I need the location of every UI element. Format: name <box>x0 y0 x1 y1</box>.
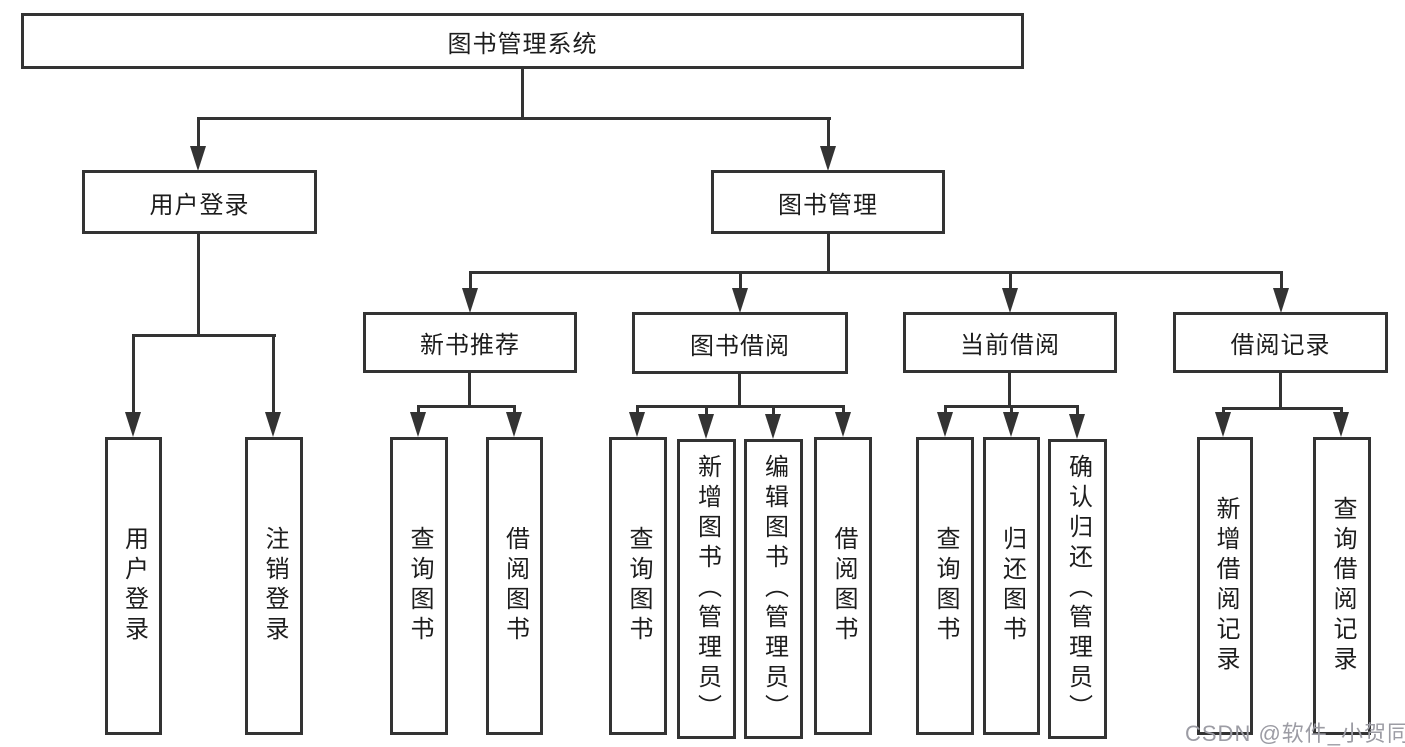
connector-new-book-rail <box>417 405 516 408</box>
arrow-down-icon <box>698 414 714 439</box>
node-borrow-records-label: 借阅记录 <box>1230 332 1331 359</box>
node-new-book-recommend: 新书推荐 <box>363 312 577 373</box>
leaf-user-login: 用户登录 <box>105 437 162 735</box>
connector-borrow-records-stem <box>1279 373 1282 410</box>
node-user-login: 用户登录 <box>82 170 317 234</box>
arrow-down-icon <box>410 412 426 437</box>
connector-drop-user-login <box>197 120 200 148</box>
connector-level3-rail <box>469 271 1283 274</box>
node-root-label: 图书管理系统 <box>447 30 598 58</box>
leaf-label: 借阅图书 <box>830 526 857 646</box>
connector-drop-current-borrow <box>1009 274 1012 290</box>
arrow-down-icon <box>835 412 851 437</box>
leaf-add-book-admin: 新增图书（管理员） <box>677 439 736 739</box>
arrow-down-icon <box>1069 414 1085 439</box>
arrow-down-icon <box>1273 288 1289 313</box>
connector-drop-leaf <box>272 337 275 415</box>
arrow-down-icon <box>125 412 141 437</box>
connector-current-borrow-rail <box>944 405 1079 408</box>
node-new-book-recommend-label: 新书推荐 <box>420 332 520 359</box>
arrow-down-icon <box>732 288 748 313</box>
connector-drop-leaf <box>132 337 135 415</box>
connector-book-borrow-stem <box>738 374 741 408</box>
leaf-label: 编辑图书（管理员） <box>760 454 788 724</box>
leaf-query-books-recommend: 查询图书 <box>390 437 448 735</box>
connector-current-borrow-stem <box>1008 373 1011 408</box>
leaf-label: 查询借阅记录 <box>1329 496 1356 676</box>
arrow-down-icon <box>190 146 206 171</box>
connector-user-login-stem <box>197 234 200 337</box>
node-book-borrow: 图书借阅 <box>632 312 848 374</box>
leaf-label: 借阅图书 <box>501 526 529 646</box>
arrow-down-icon <box>765 414 781 439</box>
leaf-label: 新增图书（管理员） <box>693 454 721 724</box>
node-root: 图书管理系统 <box>21 13 1024 69</box>
leaf-logout: 注销登录 <box>245 437 303 735</box>
csdn-watermark: CSDN @软件_小贺同学 <box>1185 721 1405 746</box>
arrow-down-icon <box>1002 288 1018 313</box>
connector-drop-leaf <box>1076 408 1079 415</box>
leaf-label: 查询图书 <box>406 526 433 646</box>
leaf-add-borrow-record: 新增借阅记录 <box>1197 437 1253 735</box>
connector-drop-book-management <box>827 120 830 148</box>
connector-new-book-stem <box>468 373 471 408</box>
connector-drop-leaf <box>417 408 420 415</box>
connector-drop-borrow-records <box>1280 274 1283 290</box>
node-current-borrow: 当前借阅 <box>903 312 1117 373</box>
node-book-management: 图书管理 <box>711 170 945 234</box>
arrow-down-icon <box>265 412 281 437</box>
connector-drop-leaf <box>636 408 639 415</box>
node-borrow-records: 借阅记录 <box>1173 312 1388 373</box>
leaf-query-borrow-record: 查询借阅记录 <box>1313 437 1371 735</box>
leaf-borrow-books: 借阅图书 <box>814 437 872 735</box>
node-user-login-label: 用户登录 <box>149 191 250 219</box>
arrow-down-icon <box>629 412 645 437</box>
leaf-label: 注销登录 <box>261 526 288 646</box>
connector-level2-rail <box>197 117 831 120</box>
node-book-management-label: 图书管理 <box>778 191 878 219</box>
connector-book-borrow-rail <box>636 405 845 408</box>
connector-drop-leaf <box>772 408 775 415</box>
node-book-borrow-label: 图书借阅 <box>690 332 790 360</box>
leaf-label: 新增借阅记录 <box>1212 496 1239 676</box>
leaf-return-books: 归还图书 <box>983 437 1040 735</box>
leaf-query-books-borrow: 查询图书 <box>609 437 667 735</box>
arrow-down-icon <box>506 412 522 437</box>
leaf-edit-book-admin: 编辑图书（管理员） <box>744 439 803 739</box>
arrow-down-icon <box>1333 412 1349 437</box>
connector-borrow-records-rail <box>1222 407 1343 410</box>
leaf-label: 用户登录 <box>120 526 148 646</box>
connector-drop-leaf <box>842 408 845 415</box>
connector-book-management-stem <box>827 234 830 274</box>
leaf-label: 查询图书 <box>932 526 959 646</box>
connector-root-stem <box>521 69 524 119</box>
connector-drop-leaf <box>705 408 708 415</box>
arrow-down-icon <box>1003 412 1019 437</box>
leaf-label: 查询图书 <box>625 526 652 646</box>
leaf-borrow-books-recommend: 借阅图书 <box>486 437 543 735</box>
arrow-down-icon <box>1215 412 1231 437</box>
connector-drop-leaf <box>513 408 516 415</box>
arrow-down-icon <box>462 288 478 313</box>
arrow-down-icon <box>820 146 836 171</box>
leaf-confirm-return-admin: 确认归还（管理员） <box>1048 439 1107 739</box>
node-current-borrow-label: 当前借阅 <box>960 332 1060 359</box>
connector-drop-book-borrow <box>739 274 742 290</box>
connector-drop-new-book <box>469 274 472 290</box>
leaf-label: 确认归还（管理员） <box>1064 454 1092 724</box>
connector-user-login-rail <box>132 334 276 337</box>
connector-drop-leaf <box>1010 408 1013 415</box>
leaf-query-books-current: 查询图书 <box>916 437 974 735</box>
arrow-down-icon <box>937 412 953 437</box>
leaf-label: 归还图书 <box>998 526 1026 646</box>
connector-drop-leaf <box>944 408 947 415</box>
